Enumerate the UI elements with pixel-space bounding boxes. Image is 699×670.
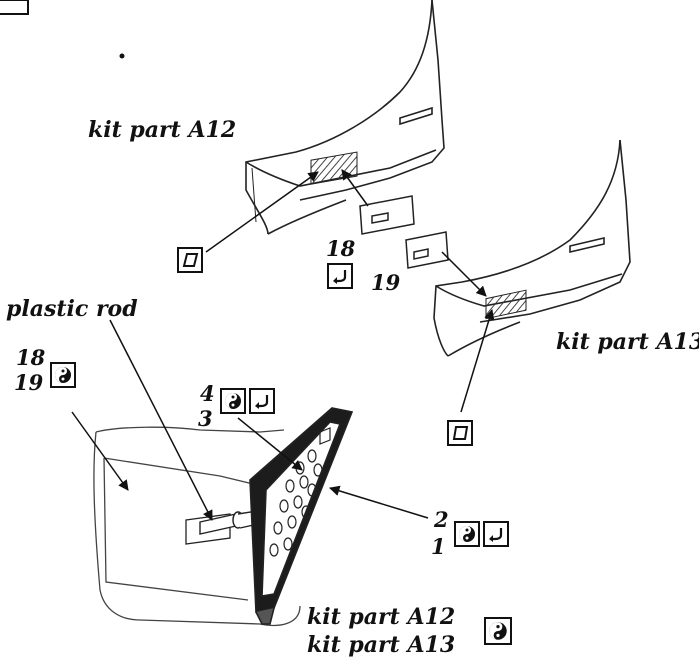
corner-fragment [0, 0, 29, 15]
decal-18 [359, 195, 415, 235]
yin-yang-paint-icon [454, 521, 480, 547]
label-num-18-top: 18 [326, 236, 356, 261]
cut-shape-icon [447, 420, 473, 446]
instrument-panel [249, 407, 354, 625]
label-kit-part-a12-top: kit part A12 [88, 117, 237, 143]
label-kit-part-a13-right: kit part A13 [556, 329, 699, 355]
label-plastic-rod: plastic rod [6, 296, 138, 322]
leader-lines [71, 169, 495, 521]
label-num-19-mid: 19 [371, 270, 401, 295]
bent-arrow-apply-icon [327, 263, 353, 289]
yin-yang-paint-icon [50, 362, 76, 388]
decal-19 [405, 231, 449, 269]
label-kit-part-a13-bottom: kit part A13 [307, 632, 456, 658]
cut-shape-icon [177, 247, 203, 273]
stray-mark [119, 53, 125, 59]
label-num-4: 4 [200, 381, 215, 406]
label-num-2: 2 [434, 507, 449, 532]
label-num-18-left: 18 [16, 345, 46, 370]
label-num-1: 1 [431, 534, 446, 559]
hatched-area-a13 [485, 289, 527, 320]
bent-arrow-apply-icon [249, 388, 275, 414]
fin-part-a13 [433, 139, 631, 357]
yin-yang-paint-icon [220, 388, 246, 414]
label-num-19-left: 19 [14, 370, 44, 395]
hatched-area-a12 [310, 151, 358, 185]
label-kit-part-a12-bottom: kit part A12 [307, 604, 456, 630]
yin-yang-paint-icon [484, 617, 512, 645]
fin-part-a12 [245, 0, 445, 235]
bent-arrow-apply-icon [483, 521, 509, 547]
label-num-3: 3 [198, 406, 213, 431]
